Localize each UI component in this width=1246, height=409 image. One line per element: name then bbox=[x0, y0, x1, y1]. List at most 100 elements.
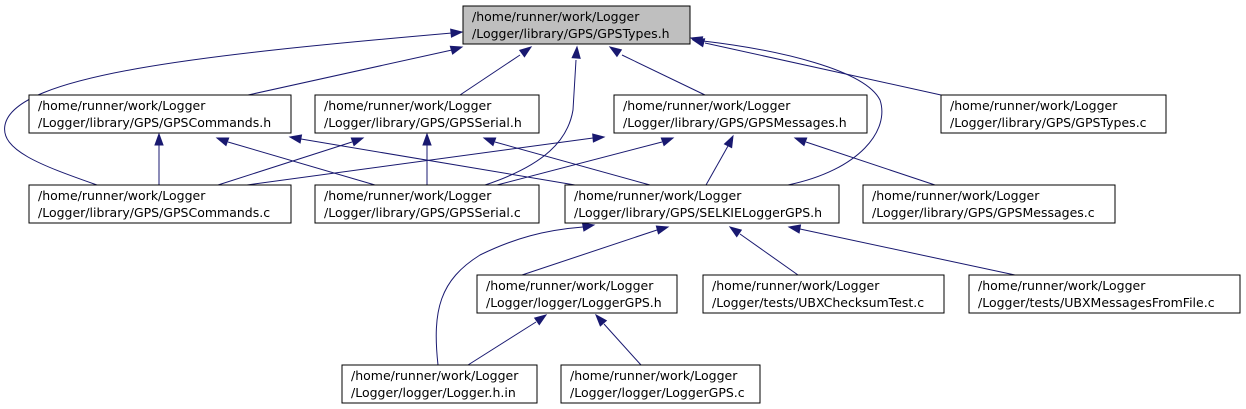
edge-line bbox=[739, 233, 799, 276]
node-box bbox=[613, 94, 868, 134]
arrowhead-icon bbox=[422, 132, 432, 146]
node-label-line-2: /Logger/library/GPS/GPSTypes.c bbox=[950, 115, 1147, 130]
node-box bbox=[968, 274, 1241, 314]
edge-line bbox=[227, 141, 376, 186]
edge-line bbox=[484, 59, 577, 186]
edge-types_c-to-types_h bbox=[691, 38, 942, 96]
edge-line bbox=[435, 226, 584, 366]
arrowhead-icon bbox=[723, 134, 734, 149]
node-label-line-2: /Logger/library/GPS/GPSTypes.h bbox=[472, 26, 670, 41]
node-box bbox=[341, 364, 538, 404]
node-label-line-1: /home/runner/work/Logger bbox=[872, 188, 1040, 203]
edge-selkie_h-to-types_h bbox=[689, 36, 883, 186]
edge-ubxchecksum-to-selkie_h bbox=[728, 226, 799, 276]
edge-line bbox=[247, 49, 453, 96]
node-label-line-2: /Logger/library/GPS/GPSSerial.h bbox=[324, 115, 522, 130]
edge-loggergps_c-to-loggergps_h bbox=[595, 313, 642, 366]
arrowhead-icon bbox=[793, 137, 808, 147]
node-label-line-1: /home/runner/work/Logger bbox=[38, 98, 206, 113]
edge-line bbox=[799, 228, 1016, 276]
edge-messages_c-to-messages_h bbox=[793, 137, 936, 186]
edge-line bbox=[621, 54, 706, 96]
node-serial-h[interactable]: /home/runner/work/Logger/Logger/library/… bbox=[314, 94, 540, 134]
node-selkie-h[interactable]: /home/runner/work/Logger/Logger/library/… bbox=[564, 184, 840, 224]
arrowhead-icon bbox=[728, 226, 743, 238]
node-ubxchecksum[interactable]: /home/runner/work/Logger/Logger/tests/UB… bbox=[702, 274, 945, 314]
node-box bbox=[28, 184, 292, 224]
node-loggergps-h[interactable]: /home/runner/work/Logger/Logger/logger/L… bbox=[476, 274, 678, 314]
arrowhead-icon bbox=[592, 133, 606, 143]
arrowhead-icon bbox=[215, 137, 230, 147]
arrowhead-icon bbox=[655, 225, 670, 235]
node-label-line-2: /Logger/logger/LoggerGPS.c bbox=[570, 385, 745, 400]
arrowhead-icon bbox=[482, 137, 497, 147]
edge-serial_c-to-commands_h bbox=[215, 137, 376, 186]
arrowhead-icon bbox=[608, 46, 623, 58]
edge-logger_hin-to-loggergps_h bbox=[467, 314, 548, 366]
node-box bbox=[862, 184, 1116, 224]
node-label-line-1: /home/runner/work/Logger bbox=[574, 188, 742, 203]
arrowhead-icon bbox=[581, 222, 596, 232]
edge-line bbox=[603, 323, 642, 366]
arrowhead-icon bbox=[288, 134, 303, 144]
arrowhead-icon bbox=[154, 132, 164, 146]
edge-commands_h-to-types_h bbox=[247, 45, 464, 96]
node-label-line-2: /Logger/tests/UBXMessagesFromFile.c bbox=[978, 295, 1215, 310]
node-label-line-1: /home/runner/work/Logger bbox=[486, 278, 654, 293]
nodes-layer: /home/runner/work/Logger/Logger/library/… bbox=[28, 5, 1241, 404]
node-box bbox=[476, 274, 678, 314]
edge-ubxmessages-to-selkie_h bbox=[787, 224, 1016, 276]
node-label-line-1: /home/runner/work/Logger bbox=[950, 98, 1118, 113]
node-types-h[interactable]: /home/runner/work/Logger/Logger/library/… bbox=[462, 5, 691, 45]
node-messages-c[interactable]: /home/runner/work/Logger/Logger/library/… bbox=[862, 184, 1116, 224]
arrowhead-icon bbox=[660, 137, 675, 147]
arrowhead-icon bbox=[787, 224, 802, 234]
edges-layer bbox=[4, 28, 1016, 366]
node-label-line-2: /Logger/library/GPS/GPSCommands.h bbox=[38, 115, 271, 130]
edge-line bbox=[705, 145, 729, 186]
node-label-line-1: /home/runner/work/Logger bbox=[570, 368, 738, 383]
node-logger-hin[interactable]: /home/runner/work/Logger/Logger/logger/L… bbox=[341, 364, 538, 404]
edge-line bbox=[217, 141, 353, 186]
edge-line bbox=[467, 321, 537, 366]
edge-commands_c-to-serial_h bbox=[217, 137, 365, 186]
edge-line bbox=[459, 54, 521, 96]
node-box bbox=[560, 364, 761, 404]
node-label-line-1: /home/runner/work/Logger bbox=[472, 9, 640, 24]
node-label-line-1: /home/runner/work/Logger bbox=[324, 188, 492, 203]
edge-line bbox=[805, 141, 936, 186]
arrowhead-icon bbox=[350, 137, 365, 147]
node-commands-h[interactable]: /home/runner/work/Logger/Logger/library/… bbox=[28, 94, 292, 134]
edge-selkie_h-to-commands_h bbox=[288, 134, 576, 186]
arrowhead-icon bbox=[689, 36, 704, 46]
node-ubxmessages[interactable]: /home/runner/work/Logger/Logger/tests/UB… bbox=[968, 274, 1241, 314]
node-types-c[interactable]: /home/runner/work/Logger/Logger/library/… bbox=[940, 94, 1167, 134]
edge-logger_hin-to-selkie_h bbox=[435, 222, 596, 366]
node-label-line-2: /Logger/library/GPS/GPSMessages.h bbox=[623, 115, 847, 130]
edge-line bbox=[246, 137, 594, 186]
node-serial-c[interactable]: /home/runner/work/Logger/Logger/library/… bbox=[314, 184, 540, 224]
node-label-line-2: /Logger/library/GPS/GPSSerial.c bbox=[324, 205, 521, 220]
node-loggergps-c[interactable]: /home/runner/work/Logger/Logger/logger/L… bbox=[560, 364, 761, 404]
node-label-line-1: /home/runner/work/Logger bbox=[351, 368, 519, 383]
node-label-line-2: /Logger/logger/Logger.h.in bbox=[351, 385, 516, 400]
edge-selkie_h-to-serial_h bbox=[482, 137, 651, 186]
edge-selkie_h-to-messages_h bbox=[705, 134, 734, 186]
node-label-line-2: /Logger/logger/LoggerGPS.h bbox=[486, 295, 662, 310]
arrowhead-icon bbox=[595, 313, 608, 327]
node-box bbox=[462, 5, 691, 45]
edge-line bbox=[702, 40, 883, 186]
arrowhead-icon bbox=[449, 45, 464, 55]
node-label-line-1: /home/runner/work/Logger bbox=[623, 98, 791, 113]
arrowhead-icon bbox=[571, 45, 581, 59]
node-label-line-2: /Logger/tests/UBXChecksumTest.c bbox=[712, 295, 924, 310]
edge-messages_h-to-types_h bbox=[608, 46, 706, 96]
node-label-line-1: /home/runner/work/Logger bbox=[38, 188, 206, 203]
edge-line bbox=[494, 141, 651, 186]
node-label-line-2: /Logger/library/GPS/SELKIELoggerGPS.h bbox=[574, 205, 822, 220]
node-commands-c[interactable]: /home/runner/work/Logger/Logger/library/… bbox=[28, 184, 292, 224]
node-box bbox=[314, 184, 540, 224]
node-messages-h[interactable]: /home/runner/work/Logger/Logger/library/… bbox=[613, 94, 868, 134]
edge-commands_c-to-messages_h bbox=[246, 133, 606, 186]
